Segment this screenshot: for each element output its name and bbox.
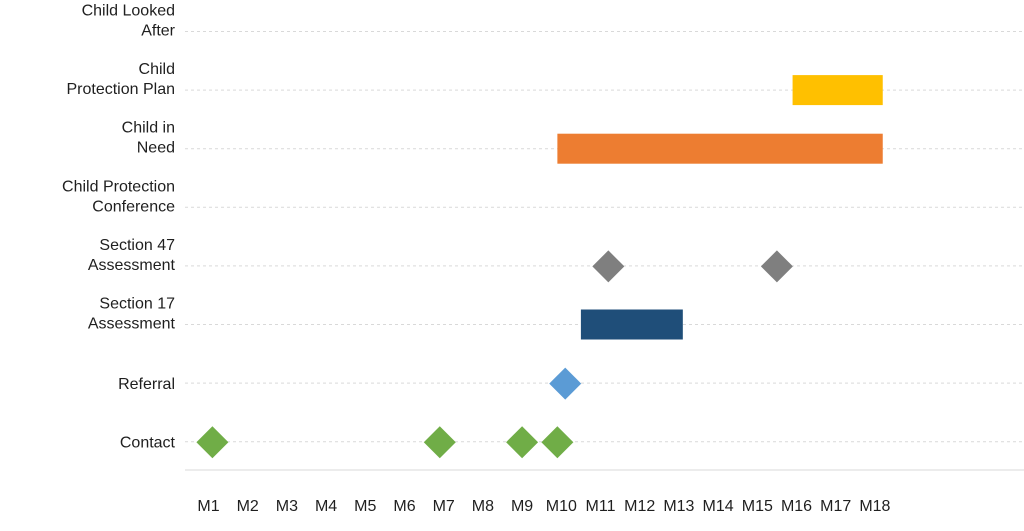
x-tick-label: M1	[197, 498, 219, 515]
y-axis-label: Assessment	[88, 316, 176, 333]
diamond-point	[760, 250, 793, 283]
y-axis-label: Child	[139, 61, 175, 78]
x-tick-label: M14	[703, 498, 734, 515]
diamond-point	[592, 250, 625, 283]
x-tick-label: M17	[820, 498, 851, 515]
y-axis-label: Need	[137, 140, 175, 157]
x-tick-label: M8	[472, 498, 494, 515]
y-axis-label: Section 47	[99, 237, 175, 254]
x-tick-label: M3	[276, 498, 298, 515]
x-tick-label: M4	[315, 498, 337, 515]
x-tick-label: M6	[393, 498, 415, 515]
x-tick-label: M12	[624, 498, 655, 515]
x-tick-label: M9	[511, 498, 533, 515]
y-axis-label: Conference	[92, 198, 175, 215]
diamond-point	[549, 367, 582, 400]
bar-mark	[792, 75, 883, 106]
diamond-point	[506, 426, 539, 459]
y-axis-label: Section 17	[99, 296, 175, 313]
x-tick-label: M13	[663, 498, 694, 515]
bar-mark	[580, 309, 683, 340]
y-axis-label: Protection Plan	[66, 81, 175, 98]
x-tick-label: M7	[433, 498, 455, 515]
y-axis-label: Assessment	[88, 257, 176, 274]
x-tick-label: M5	[354, 498, 376, 515]
y-axis-label: Child Looked	[82, 3, 175, 20]
x-tick-label: M10	[546, 498, 577, 515]
x-tick-label: M2	[237, 498, 259, 515]
x-tick-label: M16	[781, 498, 812, 515]
y-axis-label: Referral	[118, 376, 175, 393]
points	[196, 250, 793, 459]
x-tick-label: M15	[742, 498, 773, 515]
x-tick-label: M18	[859, 498, 890, 515]
x-tick-label: M11	[586, 498, 616, 515]
x-axis-labels: M1 M2 M3 M4 M5 M6 M7 M8 M9 M10 M11 M12 M13 M14 M15 M16 M…	[197, 498, 890, 515]
diamond-point	[423, 426, 456, 459]
y-axis-label: Contact	[120, 435, 176, 452]
y-axis-label: Child in	[122, 120, 175, 137]
diamond-point	[196, 426, 229, 459]
bars	[557, 75, 883, 340]
y-axis-label: After	[141, 23, 175, 40]
gridlines	[185, 31, 1024, 471]
y-axis-label: Child Protection	[62, 178, 175, 195]
diamond-point	[541, 426, 574, 459]
bar-mark	[557, 133, 883, 164]
